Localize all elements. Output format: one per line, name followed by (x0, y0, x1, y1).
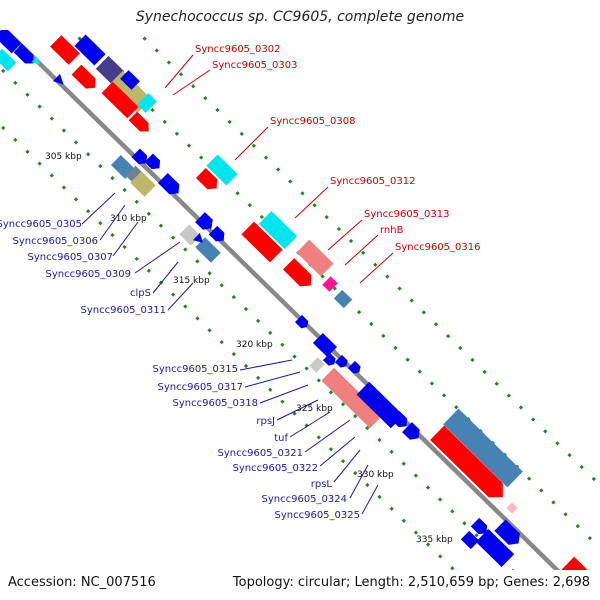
gene-label-rnhB: rnhB (380, 225, 404, 236)
kbp-320-label: 320 kbp (236, 340, 273, 350)
kbp-315-label: 315 kbp (173, 276, 210, 286)
tick-row-inner (0, 65, 515, 570)
gene-cluster-310 (179, 210, 353, 329)
gene-cluster-325 (309, 333, 420, 440)
gene-label-0303: Syncc9605_0303 (212, 60, 298, 71)
gene-cluster-330 (430, 408, 600, 570)
gene-label-rpsJ: rpsJ (256, 416, 275, 427)
kbp-330-label: 330 kbp (357, 470, 394, 480)
kbp-305-label: 305 kbp (45, 152, 82, 162)
gene-label-0307: Syncc9605_0307 (28, 252, 114, 263)
gene-label-0322: Syncc9605_0322 (233, 463, 319, 474)
kbp-325-label: 325 kbp (296, 404, 333, 414)
gene-cluster-305 (110, 148, 238, 197)
gene-label-rpsL: rpsL (311, 479, 333, 490)
gene-label-0313: Syncc9605_0313 (364, 209, 450, 220)
gene-label-tuf: tuf (274, 433, 288, 444)
gene-label-0308: Syncc9605_0308 (270, 116, 356, 127)
gene-label-0305: Syncc9605_0305 (0, 219, 82, 230)
map-title: Synechococcus sp. CC9605, complete genom… (135, 9, 465, 25)
gene-label-0324: Syncc9605_0324 (262, 494, 348, 505)
gene-label-0312: Syncc9605_0312 (330, 176, 416, 187)
gene-label-0317: Syncc9605_0317 (158, 382, 244, 393)
gene-label-0311: Syncc9605_0311 (81, 305, 167, 316)
kbp-310-label: 310 kbp (110, 214, 147, 224)
gene-label-0318: Syncc9605_0318 (173, 398, 259, 409)
gene-cluster-top-left (0, 30, 157, 132)
gene-label-clpS: clpS (130, 288, 151, 299)
tick-row-outer-2 (133, 30, 600, 487)
gene-label-0302: Syncc9605_0302 (195, 44, 281, 55)
accession-label: Accession: NC_007516 (8, 575, 156, 590)
topology-label: Topology: circular; Length: 2,510,659 bp… (232, 575, 590, 590)
gene-label-0316: Syncc9605_0316 (395, 242, 481, 253)
gene-label-0315: Syncc9605_0315 (153, 364, 239, 375)
gene-label-0306: Syncc9605_0306 (13, 236, 99, 247)
genome-backbone (2, 30, 561, 570)
kbp-335-label: 335 kbp (416, 535, 453, 545)
leaders-blue (81, 192, 379, 515)
tick-row-inner-2 (0, 122, 457, 570)
gene-label-0321: Syncc9605_0321 (218, 448, 304, 459)
gene-label-0309: Syncc9605_0309 (46, 269, 132, 280)
gene-label-0325: Syncc9605_0325 (275, 510, 361, 521)
leaders-red (164, 54, 394, 284)
